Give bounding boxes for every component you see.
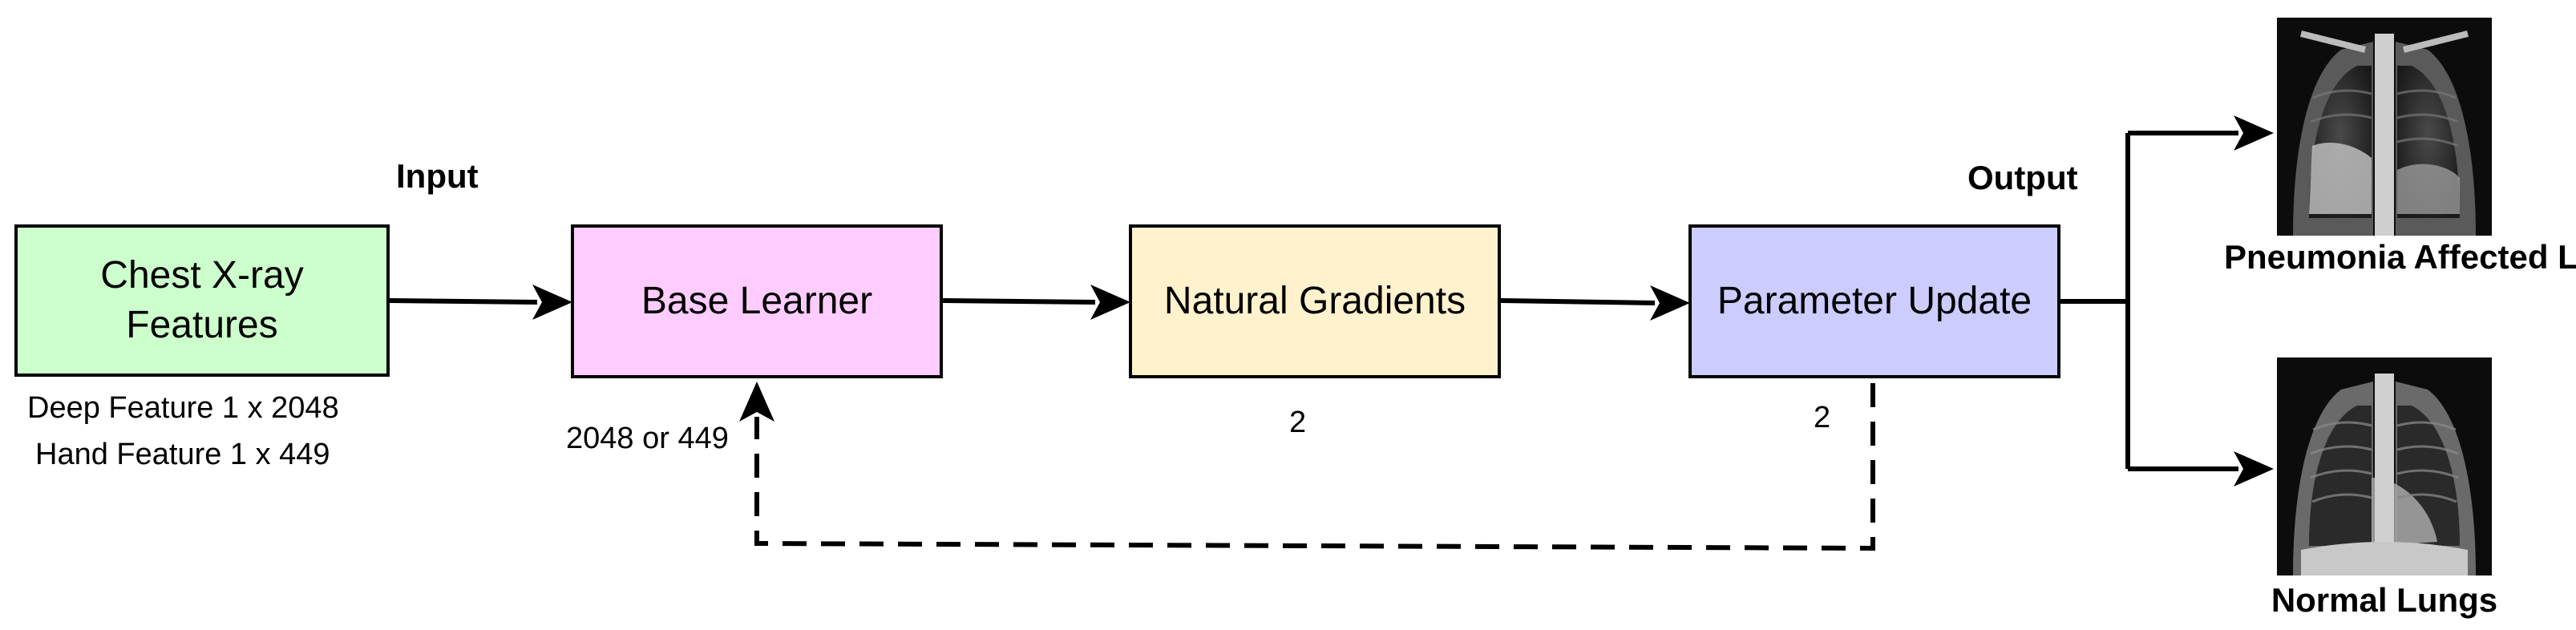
features-box: Chest X-ray Features [14, 224, 390, 377]
normal-caption: Normal Lungs [2271, 581, 2498, 619]
natural-gradients-label: Natural Gradients [1163, 279, 1466, 322]
features-box-label: Chest X-ray Features [100, 253, 304, 346]
base-learner-label: Base Learner [641, 279, 873, 322]
arrowhead-pu [1650, 285, 1690, 321]
deep-feature-label: Deep Feature 1 x 2048 [27, 391, 339, 425]
arrowhead-base [532, 285, 572, 320]
input-label: Input [396, 157, 479, 195]
parameter-update-box: Parameter Update [1688, 224, 2060, 378]
normal-xray-image [2277, 357, 2492, 575]
feedback-loop [754, 383, 1875, 551]
natural-gradients-box: Natural Gradients [1129, 224, 1501, 378]
arrow-base-to-ng [942, 298, 1096, 305]
hand-feature-label: Hand Feature 1 x 449 [35, 438, 330, 471]
pu-dim-label: 2 [1814, 401, 1831, 434]
arrow-features-to-base [389, 298, 538, 305]
arrowhead-normal [2234, 451, 2274, 487]
ng-dim-label: 2 [1289, 406, 1307, 439]
output-label: Output [1967, 159, 2078, 196]
pneumonia-caption: Pneumonia Affected Lungs [2224, 238, 2576, 276]
base-learner-box: Base Learner [571, 224, 943, 378]
parameter-update-label: Parameter Update [1717, 279, 2032, 322]
base-dim-label: 2048 or 449 [566, 422, 729, 455]
arrowhead-pneumonia [2234, 115, 2274, 151]
pneumonia-xray-image [2277, 18, 2492, 236]
output-branch [2125, 131, 2238, 471]
arrowhead-feedback [739, 382, 774, 422]
arrow-ng-to-pu [1500, 298, 1656, 305]
arrowhead-ng [1090, 285, 1130, 320]
